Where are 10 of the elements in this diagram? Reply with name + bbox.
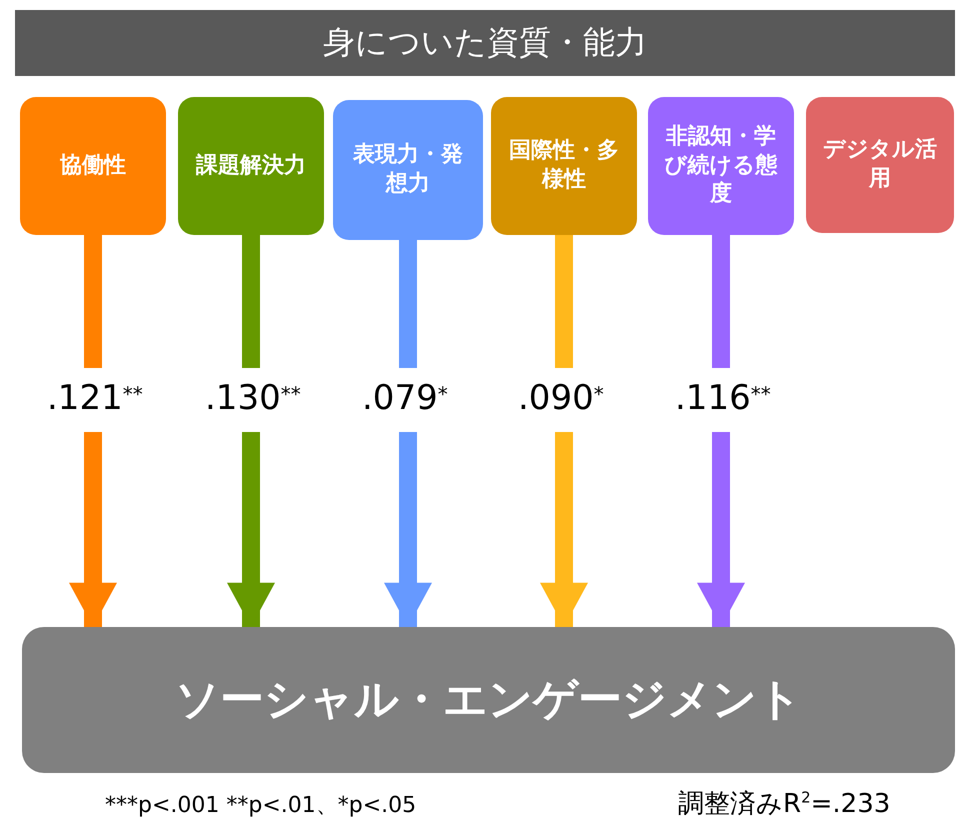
factor-box: 協働性 <box>20 97 166 235</box>
title-banner: 身についた資質・能力 <box>15 10 955 76</box>
factor-box: 表現力・発想力 <box>333 100 483 240</box>
r-squared-note: 調整済みR$^{2}$=.233 <box>678 787 890 821</box>
outcome-box: ソーシャル・エンゲージメント <box>22 627 955 773</box>
significance-note: ***p<.001 **p<.01、*p<.05 <box>105 792 416 820</box>
factor-box: 課題解決力 <box>178 97 324 235</box>
factor-box: 非認知・学び続ける態度 <box>648 97 794 235</box>
factor-box: 国際性・多様性 <box>491 97 637 235</box>
factor-box: デジタル活用 <box>806 97 954 233</box>
